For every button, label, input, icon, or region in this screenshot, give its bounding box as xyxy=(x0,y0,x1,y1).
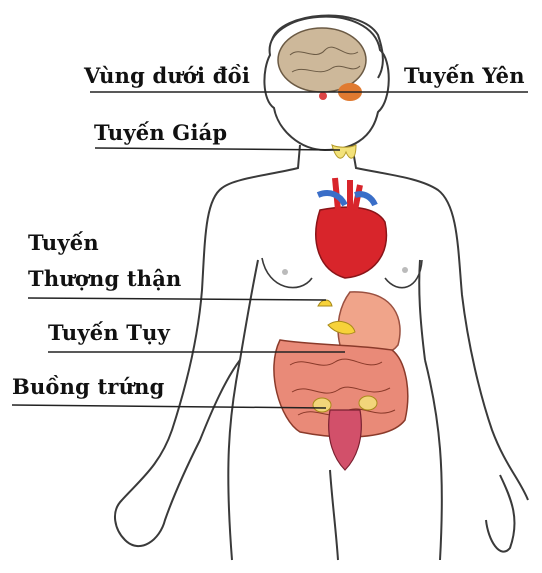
leader-adrenal xyxy=(28,298,326,300)
label-thyroid: Tuyến Giáp xyxy=(94,122,227,143)
leader-ovary xyxy=(12,405,326,408)
label-pancreas: Tuyến Tụy xyxy=(48,322,170,343)
adrenal-gland xyxy=(318,300,332,306)
label-ovary: Buồng trứng xyxy=(12,376,164,397)
label-pituitary: Tuyến Yên xyxy=(404,65,525,86)
heart xyxy=(316,178,387,278)
label-adrenal-line2: Thượng thận xyxy=(28,268,181,289)
thyroid-gland xyxy=(332,145,356,158)
label-adrenal-line1: Tuyến xyxy=(28,232,99,253)
brain xyxy=(278,28,366,92)
hypothalamus-spot xyxy=(319,92,327,100)
leader-thyroid xyxy=(95,148,340,150)
label-hypothalamus: Vùng dưới đồi xyxy=(84,65,250,86)
